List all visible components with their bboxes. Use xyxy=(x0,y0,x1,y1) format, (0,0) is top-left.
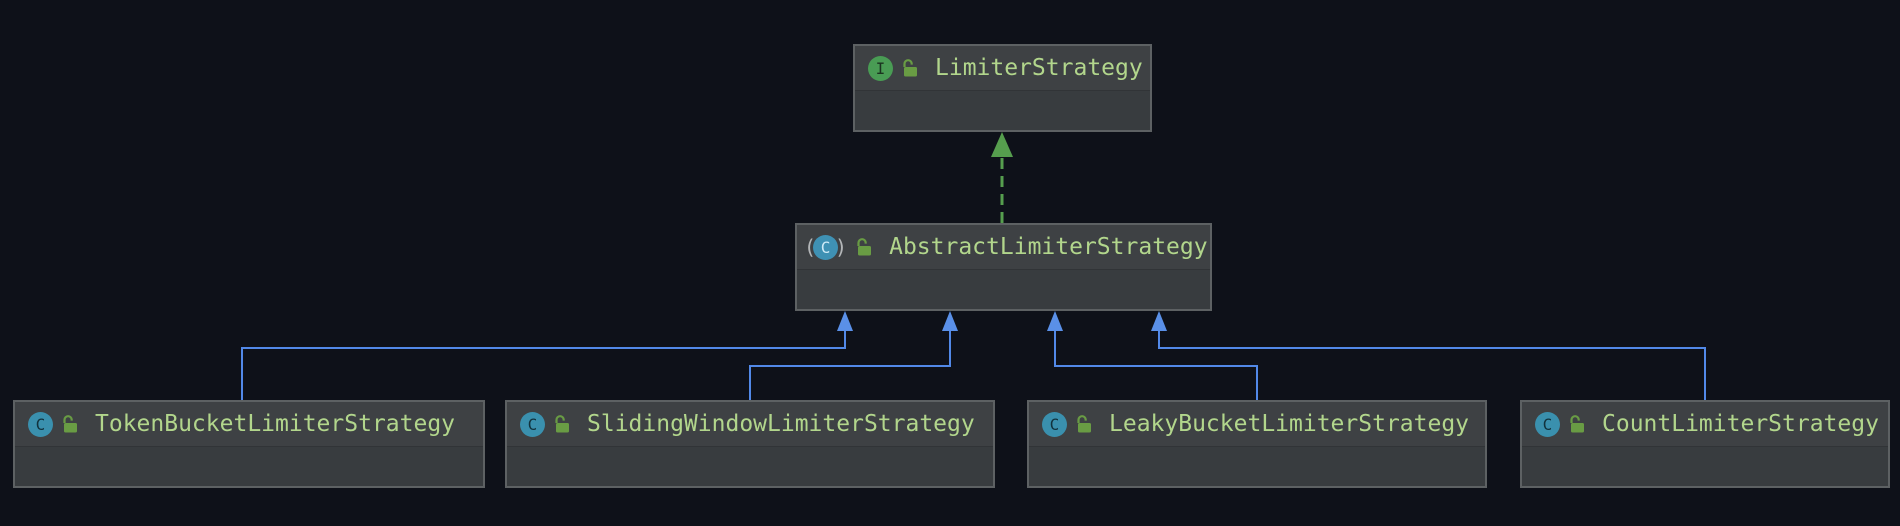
node-header: ( C ) AbstractLimiterStrategy xyxy=(797,225,1210,270)
node-body xyxy=(855,91,1150,130)
inheritance-edge-tokenbucket[interactable] xyxy=(241,311,853,400)
inheritance-arrowhead-icon xyxy=(1151,311,1167,331)
class-icon-letter: C xyxy=(527,414,538,434)
inheritance-edge-line xyxy=(1054,330,1258,400)
inheritance-edge-line xyxy=(241,330,846,400)
node-body xyxy=(507,447,993,486)
inheritance-arrowhead-icon xyxy=(1047,311,1063,331)
realization-arrowhead-icon xyxy=(991,132,1013,157)
node-body xyxy=(1029,447,1485,486)
class-icon: C xyxy=(520,411,545,437)
class-icon: C xyxy=(1535,411,1560,437)
node-body xyxy=(797,270,1210,309)
inheritance-edge-count[interactable] xyxy=(1151,311,1706,400)
abstract-class-icon-letter: C xyxy=(820,237,831,257)
abstract-paren-icon: ) xyxy=(835,234,848,259)
abstract-paren-icon: ( xyxy=(804,234,817,259)
node-header: I LimiterStrategy xyxy=(855,46,1150,91)
unlocked-icon xyxy=(853,236,875,258)
class-node-tokenbucketlimiterstrategy[interactable]: C TokenBucketLimiterStrategy xyxy=(13,400,485,488)
class-node-abstractlimiterstrategy[interactable]: ( C ) AbstractLimiterStrategy xyxy=(795,223,1212,311)
inheritance-arrowhead-icon xyxy=(837,311,853,331)
node-header: C LeakyBucketLimiterStrategy xyxy=(1029,402,1485,447)
class-name: AbstractLimiterStrategy xyxy=(889,234,1208,260)
inheritance-arrowhead-icon xyxy=(942,311,958,331)
node-body xyxy=(15,447,483,486)
class-name: CountLimiterStrategy xyxy=(1602,411,1879,437)
class-name: LimiterStrategy xyxy=(935,55,1143,81)
realization-edge-abstract-to-limiterstrategy[interactable] xyxy=(991,132,1013,223)
class-icon-letter: C xyxy=(1049,414,1060,434)
inheritance-edge-slidingwindow[interactable] xyxy=(749,311,958,400)
class-node-leakybucketlimiterstrategy[interactable]: C LeakyBucketLimiterStrategy xyxy=(1027,400,1487,488)
interface-icon-letter: I xyxy=(875,58,886,78)
interface-icon: I xyxy=(868,55,893,81)
abstract-class-icon: C xyxy=(813,234,839,260)
class-node-limiterstrategy[interactable]: I LimiterStrategy xyxy=(853,44,1152,132)
class-name: TokenBucketLimiterStrategy xyxy=(95,411,456,437)
unlocked-icon xyxy=(59,413,81,435)
node-header: C SlidingWindowLimiterStrategy xyxy=(507,402,993,447)
class-name: LeakyBucketLimiterStrategy xyxy=(1109,411,1470,437)
class-icon: C xyxy=(28,411,53,437)
node-header: C CountLimiterStrategy xyxy=(1522,402,1888,447)
class-icon: C xyxy=(1042,411,1067,437)
unlocked-icon xyxy=(899,57,921,79)
class-name: SlidingWindowLimiterStrategy xyxy=(587,411,975,437)
node-header: C TokenBucketLimiterStrategy xyxy=(15,402,483,447)
node-body xyxy=(1522,447,1888,486)
inheritance-edge-leakybucket[interactable] xyxy=(1047,311,1258,400)
unlocked-icon xyxy=(1073,413,1095,435)
class-node-slidingwindowlimiterstrategy[interactable]: C SlidingWindowLimiterStrategy xyxy=(505,400,995,488)
class-icon-letter: C xyxy=(35,414,46,434)
class-icon-letter: C xyxy=(1542,414,1553,434)
inheritance-edge-line xyxy=(1158,330,1706,400)
unlocked-icon xyxy=(1566,413,1588,435)
unlocked-icon xyxy=(551,413,573,435)
inheritance-edge-line xyxy=(749,330,951,400)
class-node-countlimiterstrategy[interactable]: C CountLimiterStrategy xyxy=(1520,400,1890,488)
